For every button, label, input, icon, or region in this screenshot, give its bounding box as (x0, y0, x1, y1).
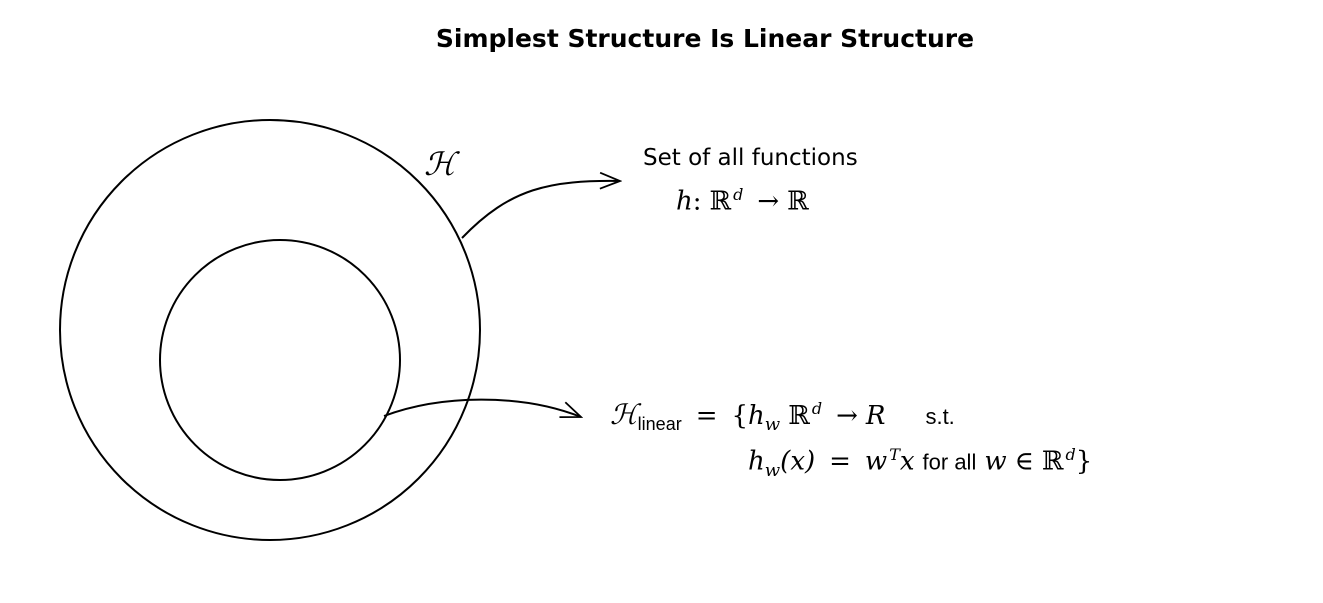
def-w2: w (984, 446, 1007, 477)
inner-set-circle (159, 239, 401, 481)
def-hw-sub: w (764, 459, 781, 481)
def-equals2: = (829, 446, 851, 477)
def-space-exp: d (1065, 445, 1076, 464)
def-for-all: for all (922, 449, 977, 475)
def-arrow: → (836, 401, 858, 431)
def-domain-exp: d (811, 399, 823, 419)
outer-set-label: ℋ (424, 145, 456, 183)
inner-set-label-sub: linear (637, 414, 682, 435)
def-hw-arg: (x) (780, 446, 816, 477)
outer-set-caption: Set of all functions (643, 145, 858, 171)
inner-set-label: ℋ (610, 398, 638, 431)
def-x: x (899, 446, 915, 477)
def-equals: = (695, 401, 718, 431)
outer-set-arrow (461, 181, 620, 239)
map-domain: ℝ (709, 186, 732, 217)
map-colon: : (692, 186, 702, 217)
outer-set-circle (59, 119, 481, 541)
def-such-that: s.t. (925, 404, 955, 429)
def-space: ℝ (1041, 446, 1064, 477)
map-arrow: → (757, 186, 780, 217)
def-codomain: R (865, 401, 886, 431)
def-in: ∈ (1014, 446, 1034, 477)
def-w-exp: T (889, 445, 900, 464)
def-close-brace: } (1075, 446, 1093, 477)
def-w: w (864, 446, 888, 477)
map-domain-exp: d (733, 185, 744, 204)
inner-set-arrow (383, 398, 581, 417)
slide-title: Simplest Structure Is Linear Structure (435, 24, 975, 53)
def-h-sub: w (764, 414, 781, 436)
def-domain: ℝ (788, 401, 810, 431)
map-codomain: ℝ (787, 186, 809, 217)
map-h: h (676, 186, 693, 217)
def-h: h (748, 401, 765, 431)
def-hw: h (748, 446, 765, 477)
def-open-brace: { (731, 401, 749, 431)
